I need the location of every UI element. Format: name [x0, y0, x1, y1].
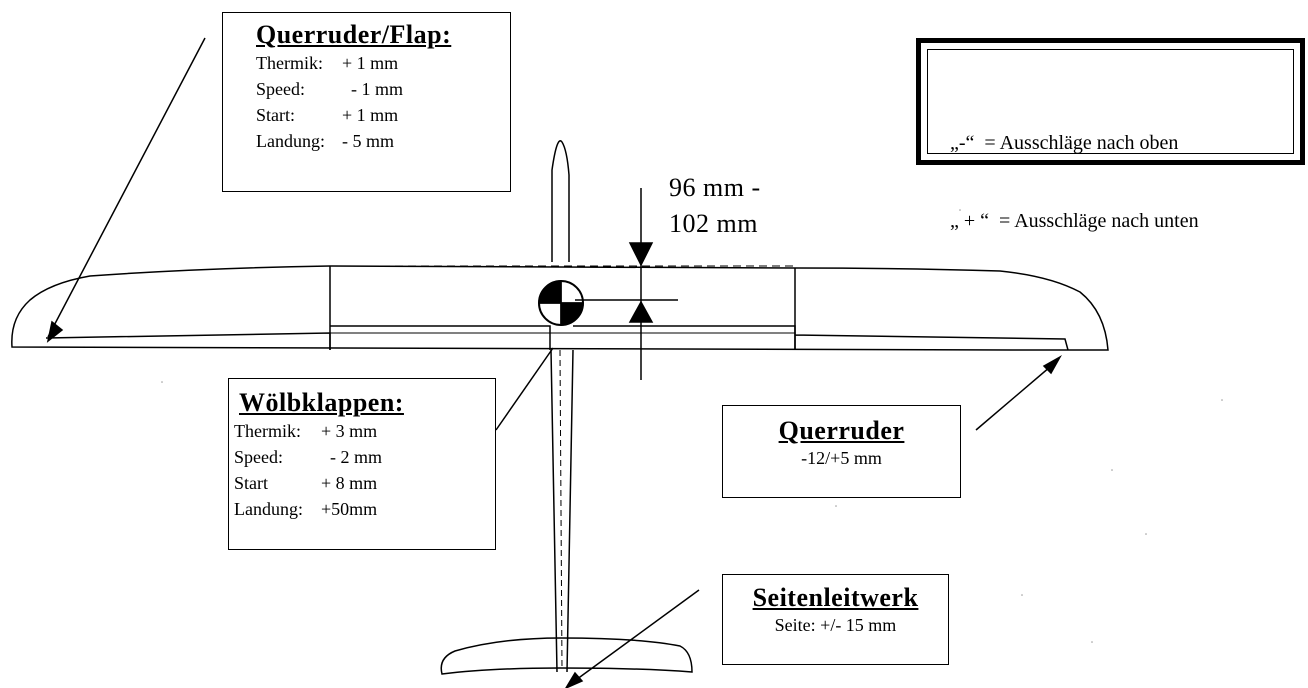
woelbklappen-row: Start + 8 mm — [234, 470, 495, 496]
querruder-flap-title: Querruder/Flap: — [256, 20, 452, 49]
legend-inner: „-“ = Ausschläge nach oben „ + “ = Aussc… — [927, 49, 1294, 232]
row-label: Landung: — [256, 130, 325, 151]
row-value: + 1 mm — [342, 104, 399, 125]
row-label: Speed: — [234, 446, 283, 467]
row-label: Start: — [256, 104, 295, 125]
row-label: Start — [234, 472, 268, 493]
fuselage-boom — [550, 349, 574, 673]
row-value: - 1 mm — [342, 78, 403, 99]
leader-seitenleitwerk — [568, 589, 700, 686]
row-label: Speed: — [256, 78, 305, 99]
fuselage-boom-dash — [559, 349, 563, 671]
row-value: + 1 mm — [342, 52, 399, 73]
row-value: + 8 mm — [321, 472, 378, 493]
stabilizer-outline — [440, 637, 693, 675]
legend-line-plus: „ + “ = Ausschläge nach unten — [950, 210, 1199, 232]
woelbklappen-row: Landung: +50mm — [234, 496, 495, 522]
row-value: - 2 mm — [321, 446, 382, 467]
leader-querruder — [975, 360, 1058, 431]
woelbklappen-title: Wölbklappen: — [239, 388, 404, 417]
woelbklappen-box: Wölbklappen: Thermik: + 3 mm Speed: - 2 m… — [228, 378, 496, 550]
cg-dimension-label: 96 mm - 102 mm — [669, 170, 761, 242]
cg-dimension-line — [575, 188, 678, 380]
cg-arrow-down — [628, 242, 654, 267]
querruder-value: -12/+5 mm — [801, 447, 882, 468]
wing-panel-divider — [329, 266, 796, 350]
arrowhead-querruder-flap — [46, 320, 64, 343]
seitenleitwerk-title: Seitenleitwerk — [752, 583, 919, 612]
legend-line-minus: „-“ = Ausschläge nach oben — [950, 132, 1179, 154]
querruder-flap-row: Speed: - 1 mm — [256, 76, 510, 102]
querruder-box: Querruder -12/+5 mm — [722, 405, 961, 498]
leader-querruder-flap — [47, 37, 206, 338]
cg-dimension-line2: 102 mm — [669, 209, 758, 238]
querruder-flap-row: Start: + 1 mm — [256, 102, 510, 128]
querruder-flap-box: Querruder/Flap: Thermik: + 1 mm Speed: - … — [222, 12, 511, 192]
legend-box: „-“ = Ausschläge nach oben „ + “ = Aussc… — [916, 38, 1305, 232]
leader-woelbklappen — [495, 347, 554, 431]
wing-flap-line — [45, 325, 1069, 351]
row-value: +50mm — [321, 498, 378, 519]
cg-dimension-line1: 96 mm - — [669, 173, 761, 202]
row-value: - 5 mm — [342, 130, 394, 151]
querruder-flap-row: Thermik: + 1 mm — [256, 50, 510, 76]
cg-arrow-up — [628, 300, 654, 323]
row-label: Landung: — [234, 498, 303, 519]
woelbklappen-row: Speed: - 2 mm — [234, 444, 495, 470]
querruder-flap-row: Landung: - 5 mm — [256, 128, 510, 154]
arrowhead-seitenleitwerk — [565, 671, 584, 688]
row-label: Thermik: — [234, 420, 301, 441]
fuselage-nose — [551, 140, 570, 262]
row-value: + 3 mm — [321, 420, 378, 441]
querruder-title: Querruder — [778, 416, 905, 445]
seitenleitwerk-box: Seitenleitwerk Seite: +/- 15 mm — [722, 574, 949, 665]
seitenleitwerk-value: Seite: +/- 15 mm — [774, 614, 897, 635]
woelbklappen-row: Thermik: + 3 mm — [234, 418, 495, 444]
arrowhead-querruder — [1042, 355, 1062, 375]
row-label: Thermik: — [256, 52, 323, 73]
